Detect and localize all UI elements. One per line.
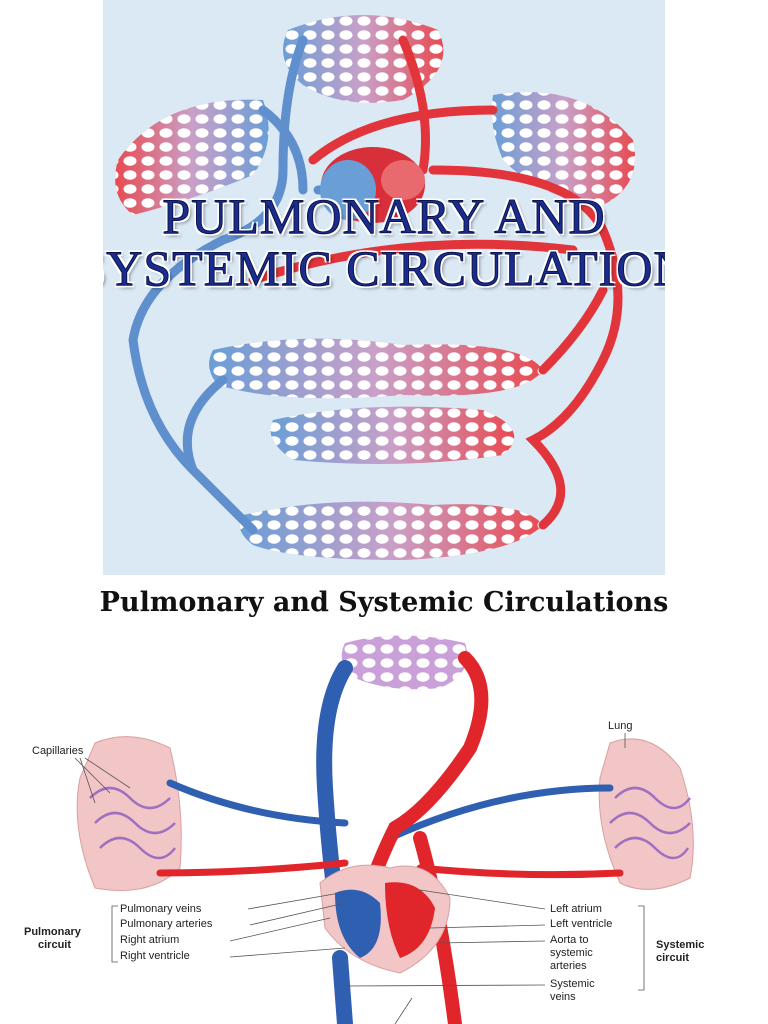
main-title-line2: SYSTEMIC CIRCULATION [103, 240, 665, 296]
bracket-systemic [638, 905, 645, 991]
capillary-bed-bottom [239, 501, 543, 560]
circulation-diagram-drawing [74, 635, 694, 1024]
label-capillaries: Capillaries [32, 745, 84, 757]
label-left-ventricle: Left ventricle [550, 918, 613, 930]
label-pulmonary-circuit-1: Pulmonary [24, 926, 81, 938]
bracket-pulmonary [111, 905, 118, 963]
circulation-diagram: Capillaries Lung Pulmonary circuit Pulmo… [0, 628, 768, 1024]
right-lung [598, 738, 694, 890]
label-left-atrium: Left atrium [550, 903, 602, 915]
capillary-bed-left [115, 99, 269, 215]
label-systemic-veins-2: veins [550, 991, 576, 1003]
title-block: PULMONARY AND SYSTEMIC CIRCULATION [103, 188, 665, 296]
label-lung: Lung [608, 720, 633, 732]
lung-capillaries-right [609, 786, 691, 860]
capillary-bed-lower [270, 406, 515, 464]
diagram-pulmonary-arteries [156, 859, 624, 879]
heart [320, 147, 425, 223]
diagram-veins [316, 660, 353, 1024]
left-lung [76, 736, 182, 891]
label-pulmonary-arteries: Pulmonary arteries [120, 918, 213, 930]
leader-lines [74, 733, 626, 1024]
label-right-atrium: Right atrium [120, 934, 180, 946]
label-aorta-1: Aorta to [550, 934, 589, 946]
arteries [248, 35, 623, 530]
label-systemic-veins-1: Systemic [550, 978, 595, 990]
label-aorta-3: arteries [550, 960, 587, 972]
label-aorta-2: systemic [550, 947, 593, 959]
capillary-bed-middle [209, 338, 543, 399]
label-systemic-circuit-1: Systemic [656, 939, 705, 951]
lung-capillaries-left [89, 786, 176, 860]
label-right-ventricle: Right ventricle [120, 950, 190, 962]
diagram-pulmonary-veins [166, 779, 614, 842]
label-pulmonary-circuit-2: circuit [38, 939, 72, 951]
main-title-line1: PULMONARY AND [162, 188, 606, 244]
label-systemic-circuit-2: circuit [656, 952, 690, 964]
capillary-network-illustration [115, 15, 635, 560]
diagram-heart [319, 864, 451, 974]
section-heading: Pulmonary and Systemic Circulations [99, 587, 669, 618]
label-pulmonary-veins: Pulmonary veins [120, 903, 202, 915]
circulation-illustration: PULMONARY AND SYSTEMIC CIRCULATION [103, 0, 665, 575]
systemic-capillary-bed [341, 635, 468, 690]
